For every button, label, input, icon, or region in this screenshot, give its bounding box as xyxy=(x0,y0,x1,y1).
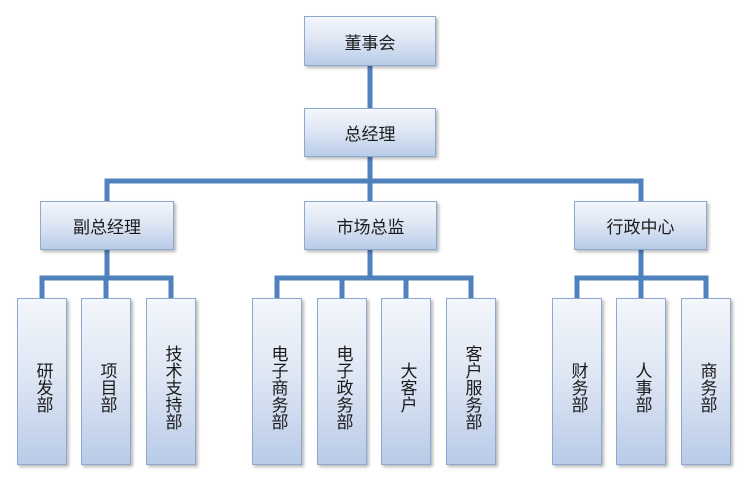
node-branch-2: 市场总监 xyxy=(304,201,437,250)
node-dept-3-1-label: 财务部 xyxy=(567,361,588,413)
node-branch-1-label: 副总经理 xyxy=(73,218,141,238)
node-dept-2-2-label: 电子政务部 xyxy=(332,344,353,430)
node-dept-3-1: 财务部 xyxy=(552,298,602,465)
node-dept-3-2-label: 人事部 xyxy=(631,361,652,413)
node-dept-2-1: 电子商务部 xyxy=(252,298,302,465)
node-dept-2-2: 电子政务部 xyxy=(317,298,367,465)
node-branch-3-label: 行政中心 xyxy=(606,218,675,238)
node-dept-1-1: 研发部 xyxy=(17,298,67,465)
node-branch-1: 副总经理 xyxy=(40,201,174,250)
node-dept-1-3: 技术支持部 xyxy=(146,298,196,465)
node-dept-3-2: 人事部 xyxy=(616,298,666,465)
node-board-label: 董事会 xyxy=(344,33,396,54)
node-dept-2-1-label: 电子商务部 xyxy=(267,344,288,430)
node-dept-1-2-label: 项目部 xyxy=(96,361,117,413)
node-dept-2-4: 客户服务部 xyxy=(446,298,496,465)
node-branch-2-label: 市场总监 xyxy=(336,218,405,238)
node-branch-3: 行政中心 xyxy=(574,201,707,250)
node-dept-3-3-label: 商务部 xyxy=(696,361,717,413)
node-dept-1-2: 项目部 xyxy=(81,298,131,465)
node-dept-3-3: 商务部 xyxy=(681,298,731,465)
node-general-manager: 总经理 xyxy=(304,108,436,157)
node-board: 董事会 xyxy=(304,16,436,66)
node-dept-2-3: 大客户 xyxy=(381,298,431,465)
node-general-manager-label: 总经理 xyxy=(344,125,396,145)
node-dept-2-4-label: 客户服务部 xyxy=(461,344,482,430)
node-dept-1-3-label: 技术支持部 xyxy=(161,344,182,430)
node-dept-1-1-label: 研发部 xyxy=(32,361,53,413)
node-dept-2-3-label: 大客户 xyxy=(396,361,417,413)
